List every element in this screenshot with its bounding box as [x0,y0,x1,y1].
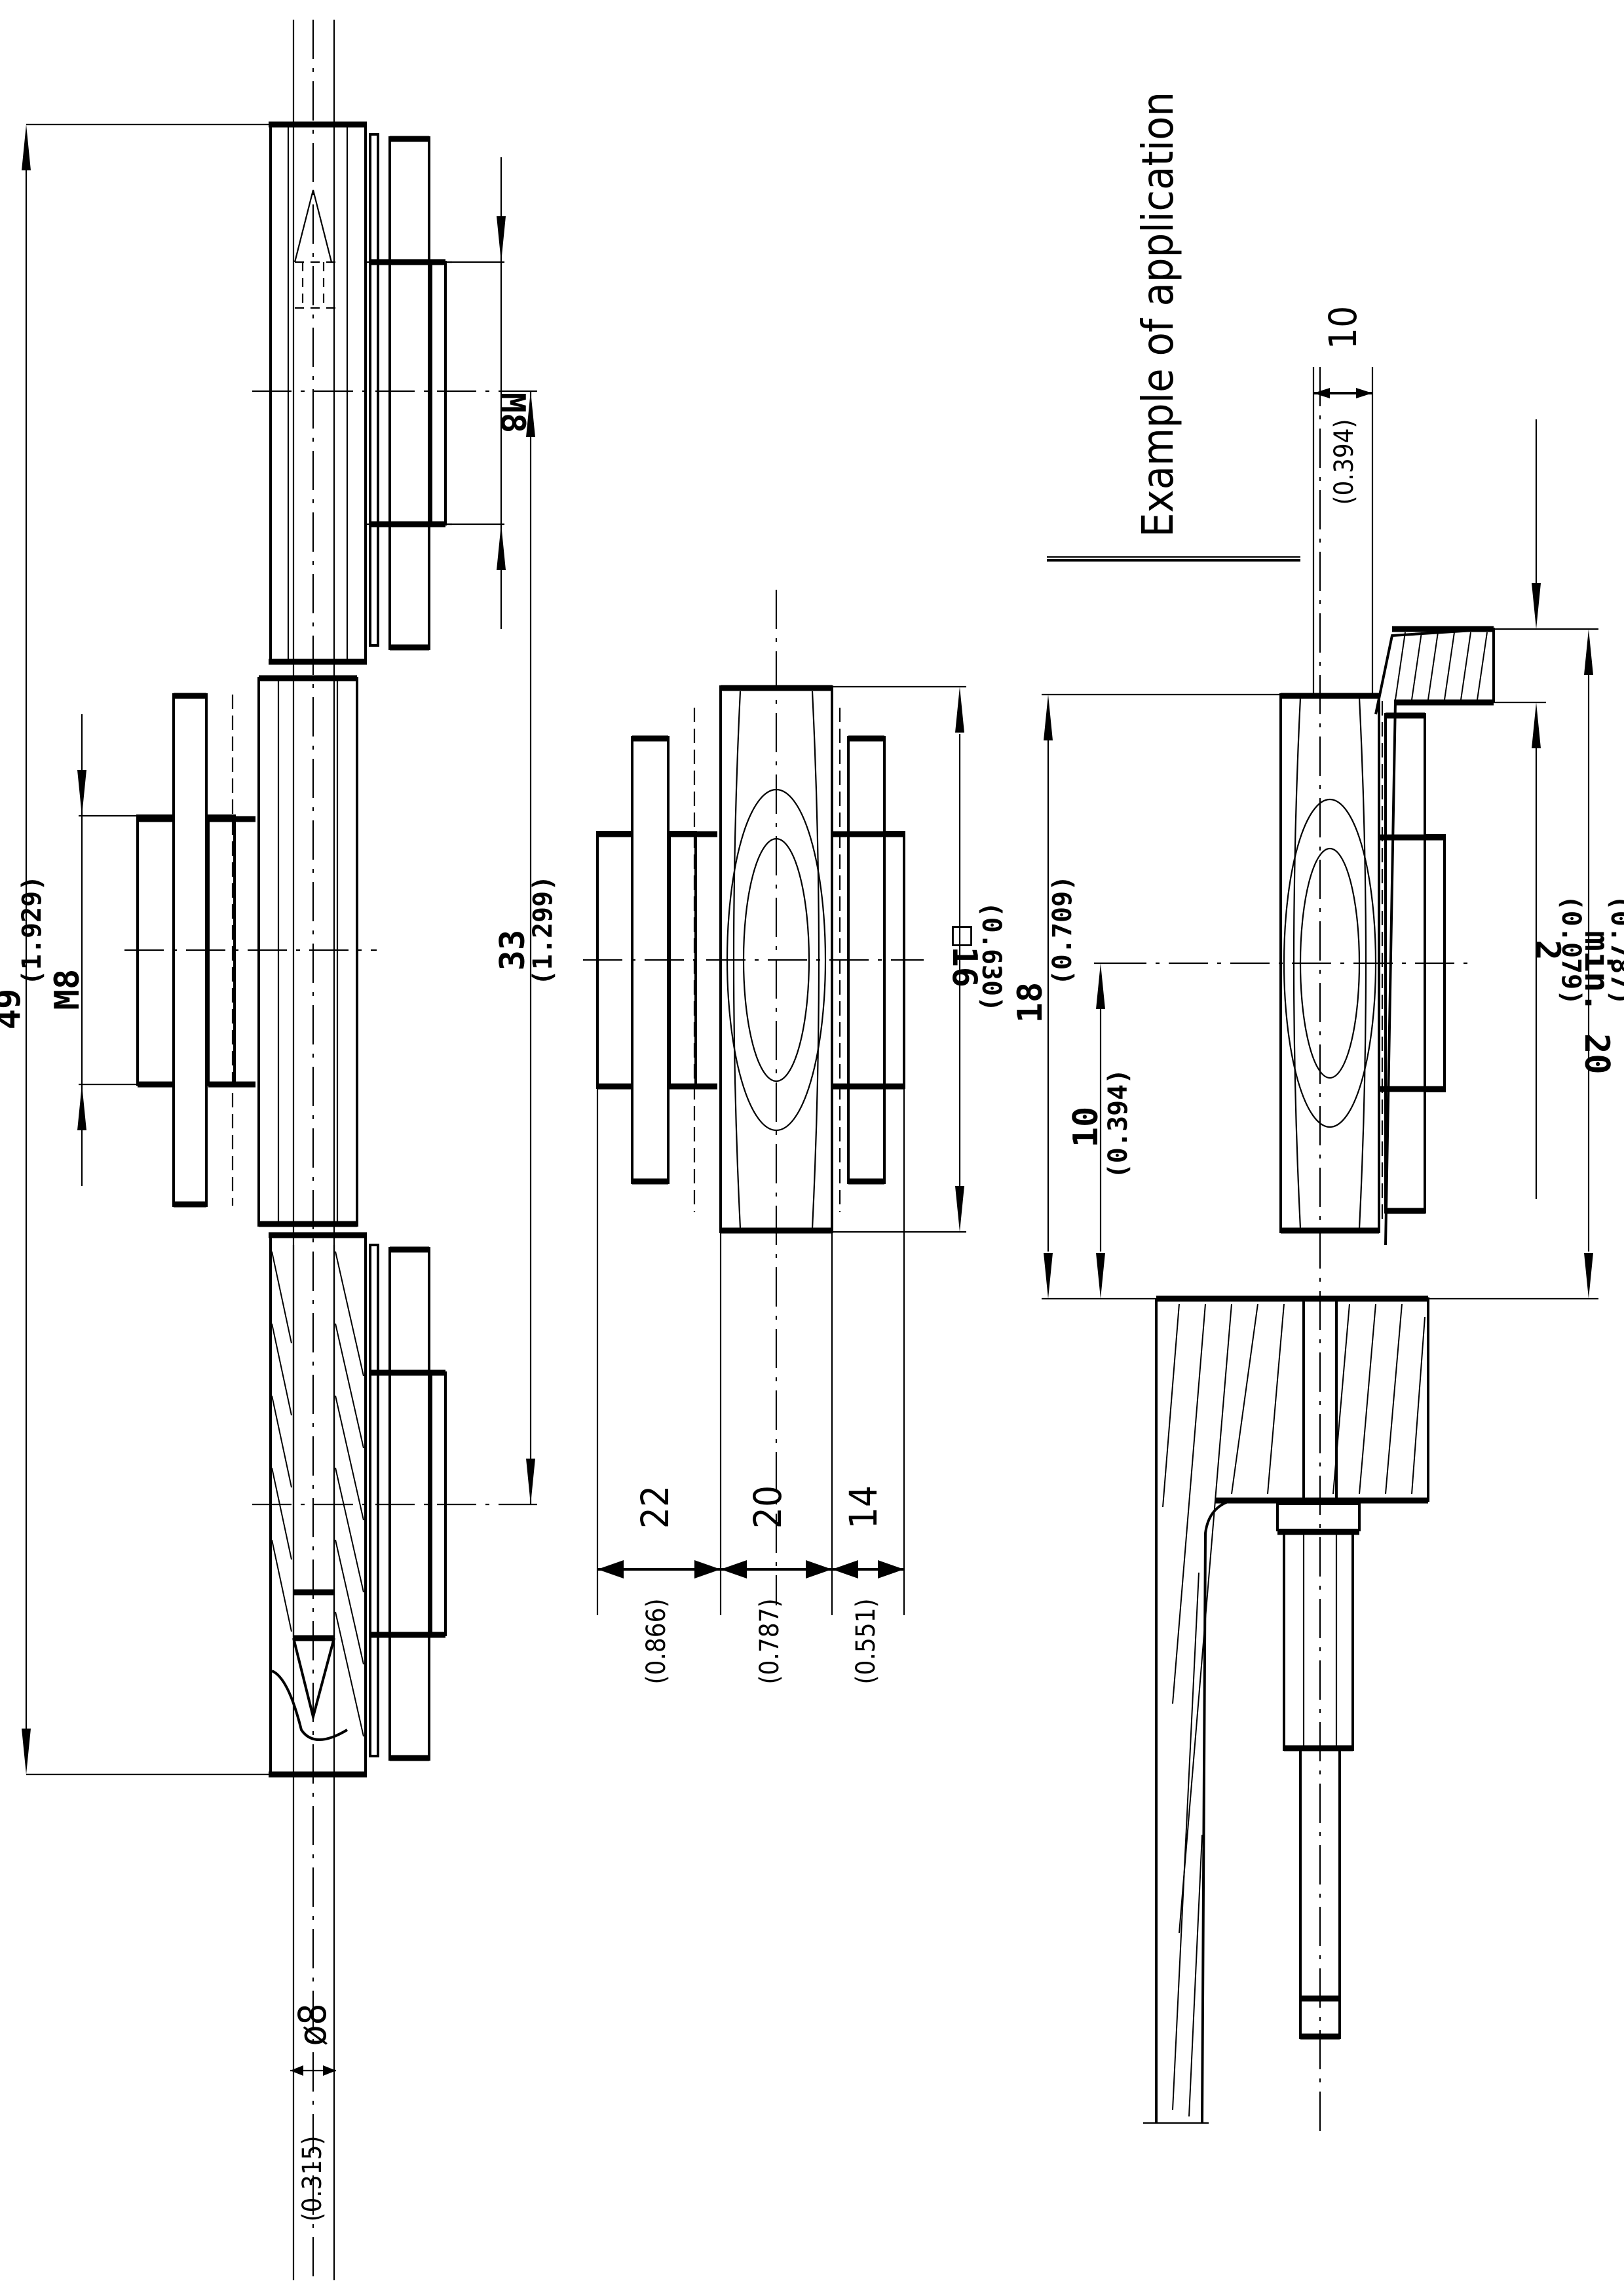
dim-app-min20: min. 20 [1577,930,1616,1074]
dim-width-20-inch: (0.787) [755,1598,785,1684]
application-title: Example of application [1133,92,1183,537]
dim-pitch: 33 [493,930,533,971]
dim-width-22: 22 [633,1485,677,1529]
plate-hatch [1162,1303,1426,2117]
dim-app-10b: 10 [1067,1107,1106,1148]
bracket-hatch [1395,632,1488,700]
dim-overall-length-inch: (1.929) [17,875,47,986]
dim-width-20: 20 [746,1485,790,1529]
dim-app-10: 10 [1321,306,1365,349]
dim-app-2: 2 [1528,940,1567,960]
dim-diameter: ø8 [290,2003,335,2046]
section-hatch [271,1251,364,1737]
dim-thread-left: M8 [48,969,87,1010]
dim-pitch-inch: (1.299) [528,875,558,986]
application-view [1042,367,1598,2136]
dim-thread-top: M8 [493,392,532,434]
dim-square-16: □16 [945,926,984,987]
dim-diameter-inch: (0.315) [297,2135,328,2221]
dim-app-18: 18 [1011,982,1050,1024]
dim-width-14-inch: (0.551) [851,1598,881,1684]
dim-app-10b-inch: (0.394) [1103,1069,1133,1179]
dim-app-18-inch: (0.709) [1048,875,1078,986]
side-view [22,20,537,2280]
dim-app-10-inch: (0.394) [1329,419,1359,505]
front-view [583,590,966,1615]
dim-app-2-inch: (0.079) [1556,895,1586,1006]
dim-app-min20-inch: (0.787) [1605,895,1624,1006]
dim-width-14: 14 [841,1485,886,1529]
dim-square-16-inch: (0.630) [976,902,1006,1012]
dim-overall-length: 49 [0,989,28,1030]
dim-width-22-inch: (0.866) [641,1598,671,1684]
